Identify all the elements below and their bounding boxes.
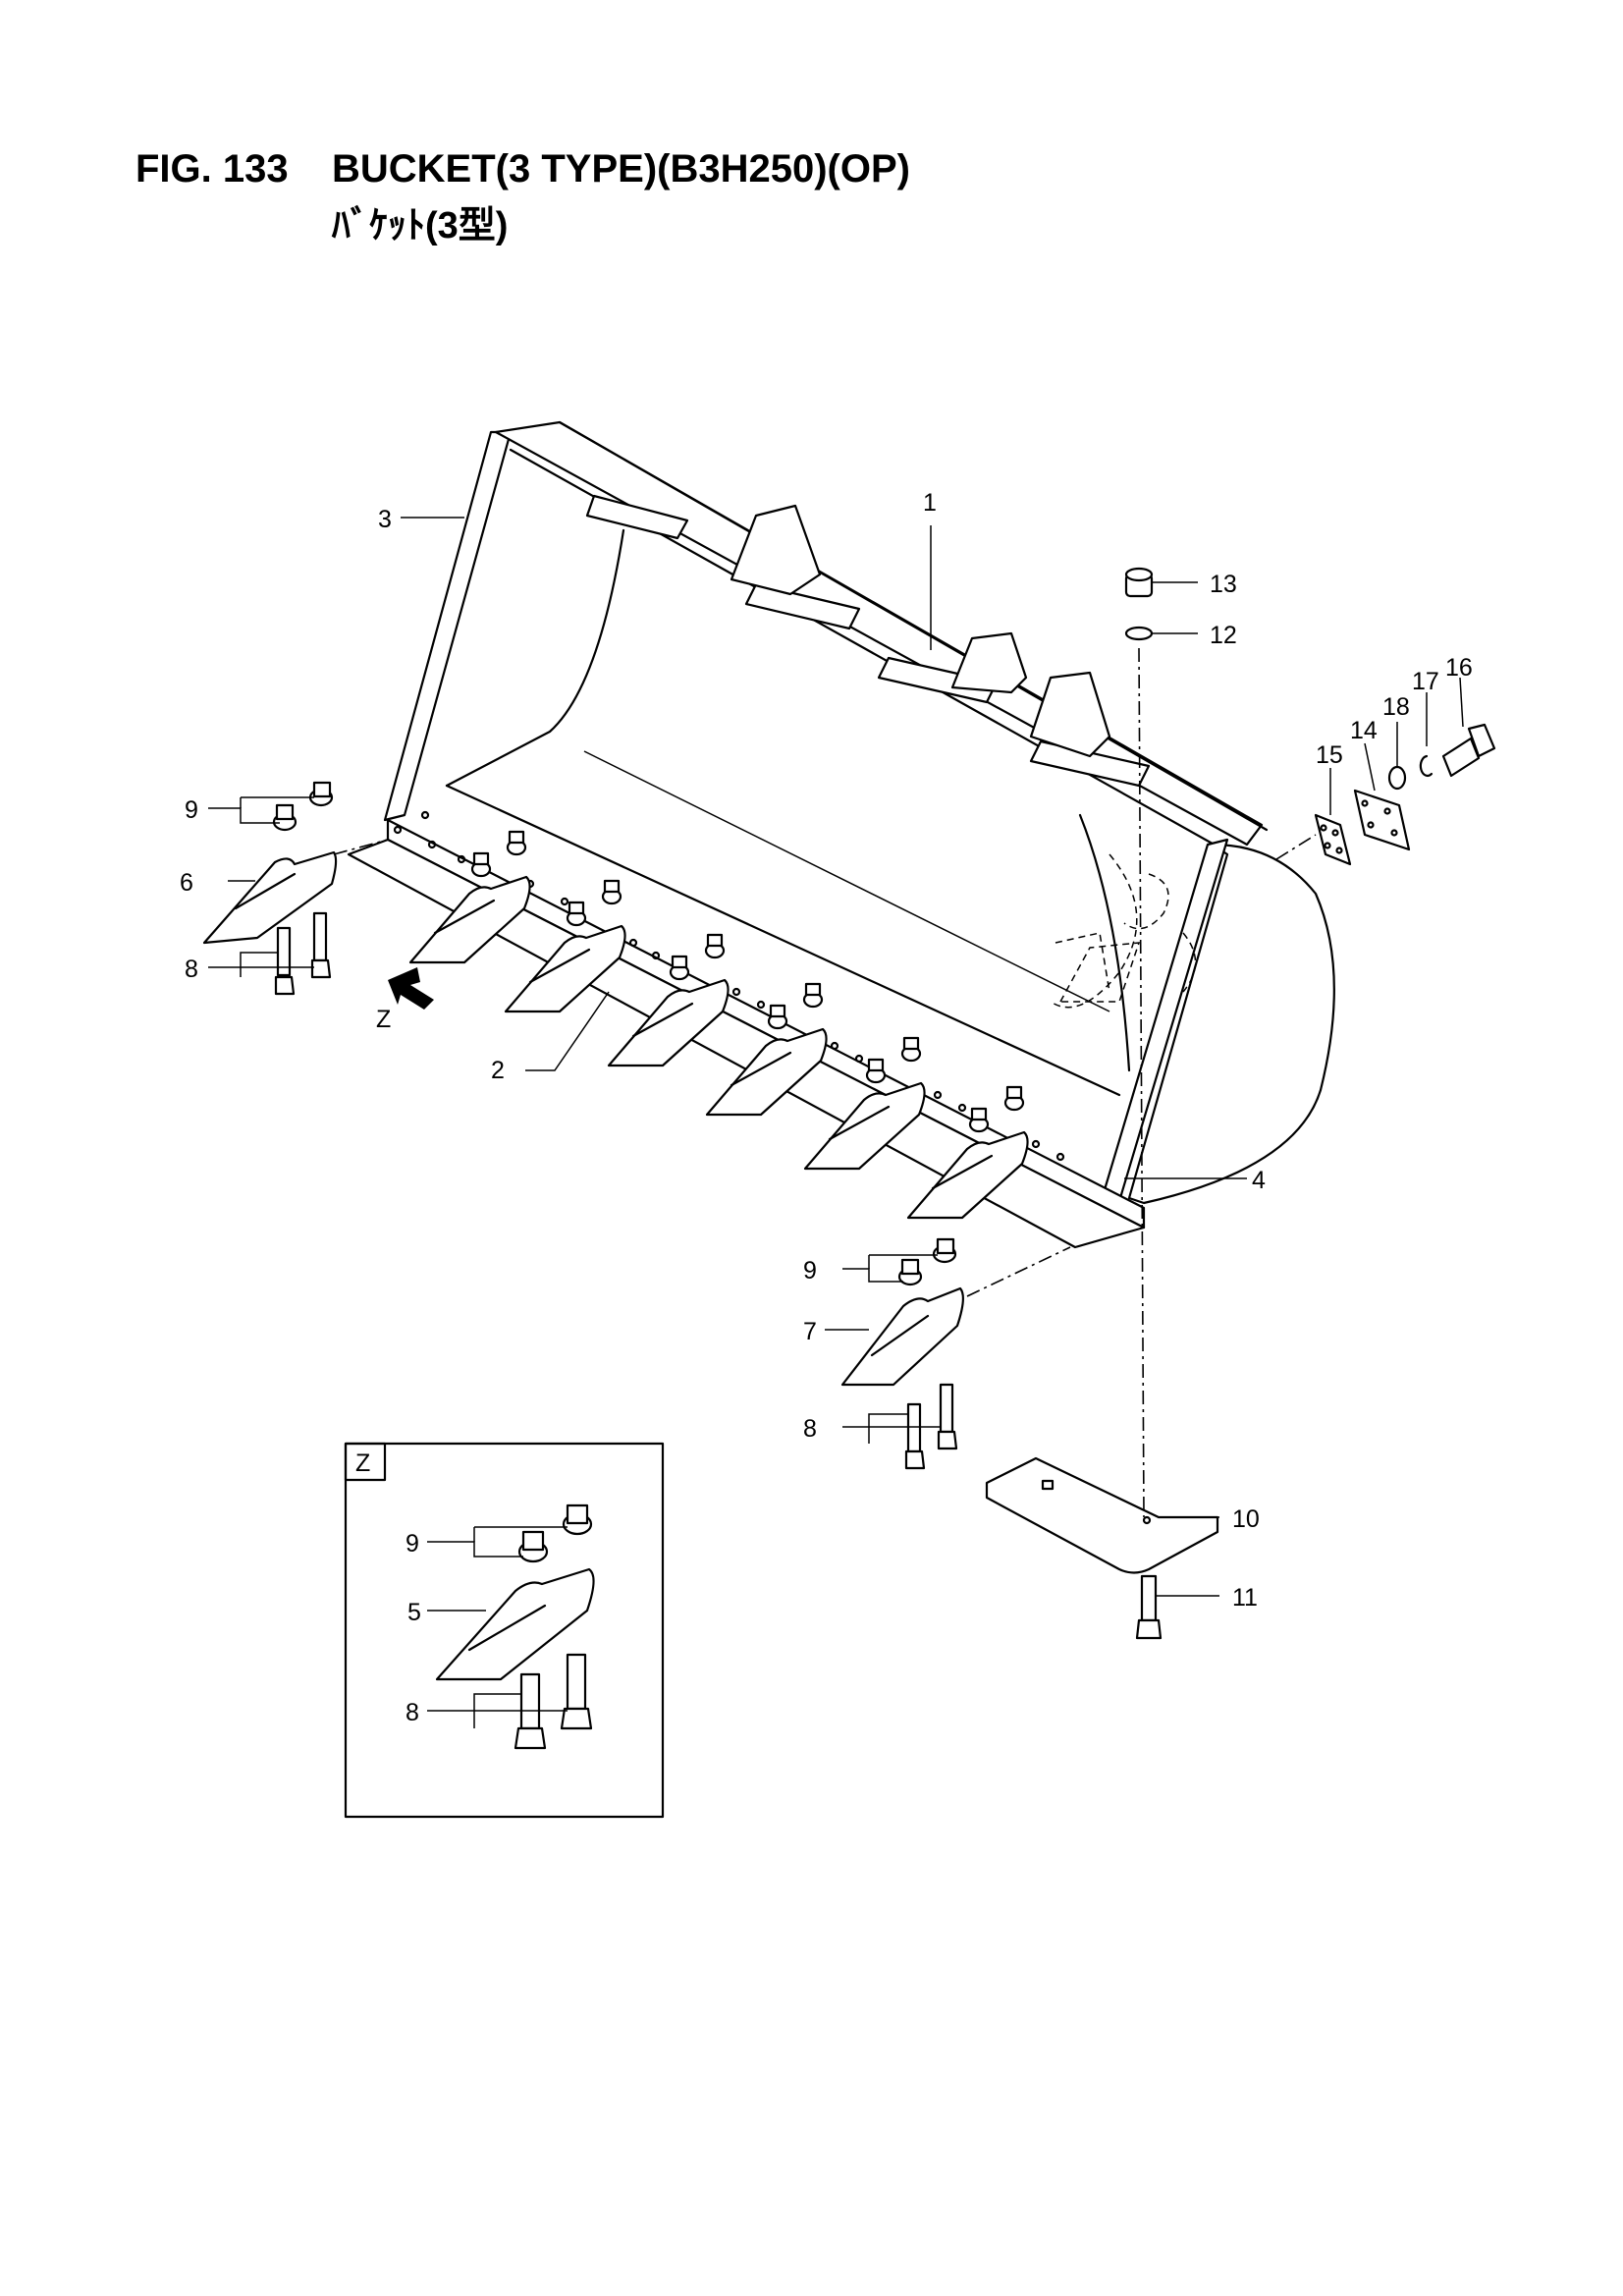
view-arrow-z — [388, 967, 434, 1010]
nut-13 — [1124, 567, 1154, 598]
bracket-center — [950, 631, 1028, 694]
washer-12 — [1124, 626, 1154, 641]
callout-8-detail: 8 — [406, 1699, 419, 1726]
callout-7: 7 — [803, 1318, 817, 1345]
bucket-body — [347, 420, 1335, 1249]
view-arrow-label: Z — [376, 1006, 391, 1033]
figure-subtitle: ﾊﾞｹｯﾄ(3型) — [332, 205, 509, 246]
callout-18: 18 — [1382, 693, 1410, 721]
bucket-tooth — [906, 1085, 1029, 1220]
bucket-tooth — [408, 830, 531, 964]
left-inner-curve — [445, 528, 625, 788]
callout-9-left: 9 — [185, 796, 198, 824]
side-plate-15 — [1314, 813, 1352, 866]
callout-4: 4 — [1252, 1167, 1266, 1194]
leader-lines — [208, 517, 1464, 1728]
callout-1: 1 — [923, 489, 937, 517]
figure-title: FIG. 133 BUCKET(3 TYPE)(B3H250)(OP) — [135, 147, 910, 191]
corner-tooth-left — [202, 781, 389, 996]
bucket-teeth — [408, 830, 1029, 1220]
callout-16: 16 — [1445, 654, 1473, 682]
callout-5: 5 — [407, 1599, 421, 1626]
detail-view-label: Z — [355, 1449, 370, 1477]
wear-plate — [985, 1456, 1219, 1574]
callout-10: 10 — [1232, 1505, 1260, 1533]
callout-11: 11 — [1232, 1584, 1258, 1612]
callout-9-right: 9 — [803, 1257, 817, 1285]
bucket-tooth — [705, 982, 828, 1117]
figure-title-text: BUCKET(3 TYPE)(B3H250)(OP) — [332, 147, 910, 191]
corner-tooth-right — [840, 1237, 1071, 1470]
callout-6: 6 — [180, 869, 193, 897]
callout-17: 17 — [1412, 668, 1439, 695]
bucket-tooth — [607, 933, 730, 1067]
lock-washer-17 — [1419, 754, 1434, 777]
bracket-right — [1029, 671, 1111, 758]
callout-14: 14 — [1350, 717, 1378, 744]
bolt-16 — [1441, 723, 1496, 778]
callout-9-detail: 9 — [406, 1530, 419, 1558]
back-plate-2 — [744, 582, 861, 630]
bracket-left-upper — [730, 504, 822, 596]
callout-12: 12 — [1210, 622, 1237, 649]
callout-8-right: 8 — [803, 1415, 817, 1443]
callout-13: 13 — [1210, 571, 1237, 598]
plate-bolt — [1135, 1574, 1163, 1640]
detail-view-box — [344, 1442, 665, 1819]
callout-2: 2 — [491, 1057, 505, 1084]
figure-number: FIG. 133 — [135, 147, 289, 191]
callout-8-left: 8 — [185, 956, 198, 983]
callout-labels: 1 2 3 4 5 6 7 8 8 8 9 9 9 10 11 12 13 14… — [180, 489, 1473, 1726]
side-plate-14 — [1353, 789, 1411, 851]
bucket-tooth — [504, 879, 626, 1013]
cutting-edge-top — [386, 818, 1146, 1230]
callout-3: 3 — [378, 506, 392, 533]
washer-18 — [1387, 765, 1407, 791]
callout-15: 15 — [1316, 741, 1343, 769]
bucket-tooth — [803, 1036, 926, 1171]
back-plate-1 — [585, 494, 689, 540]
